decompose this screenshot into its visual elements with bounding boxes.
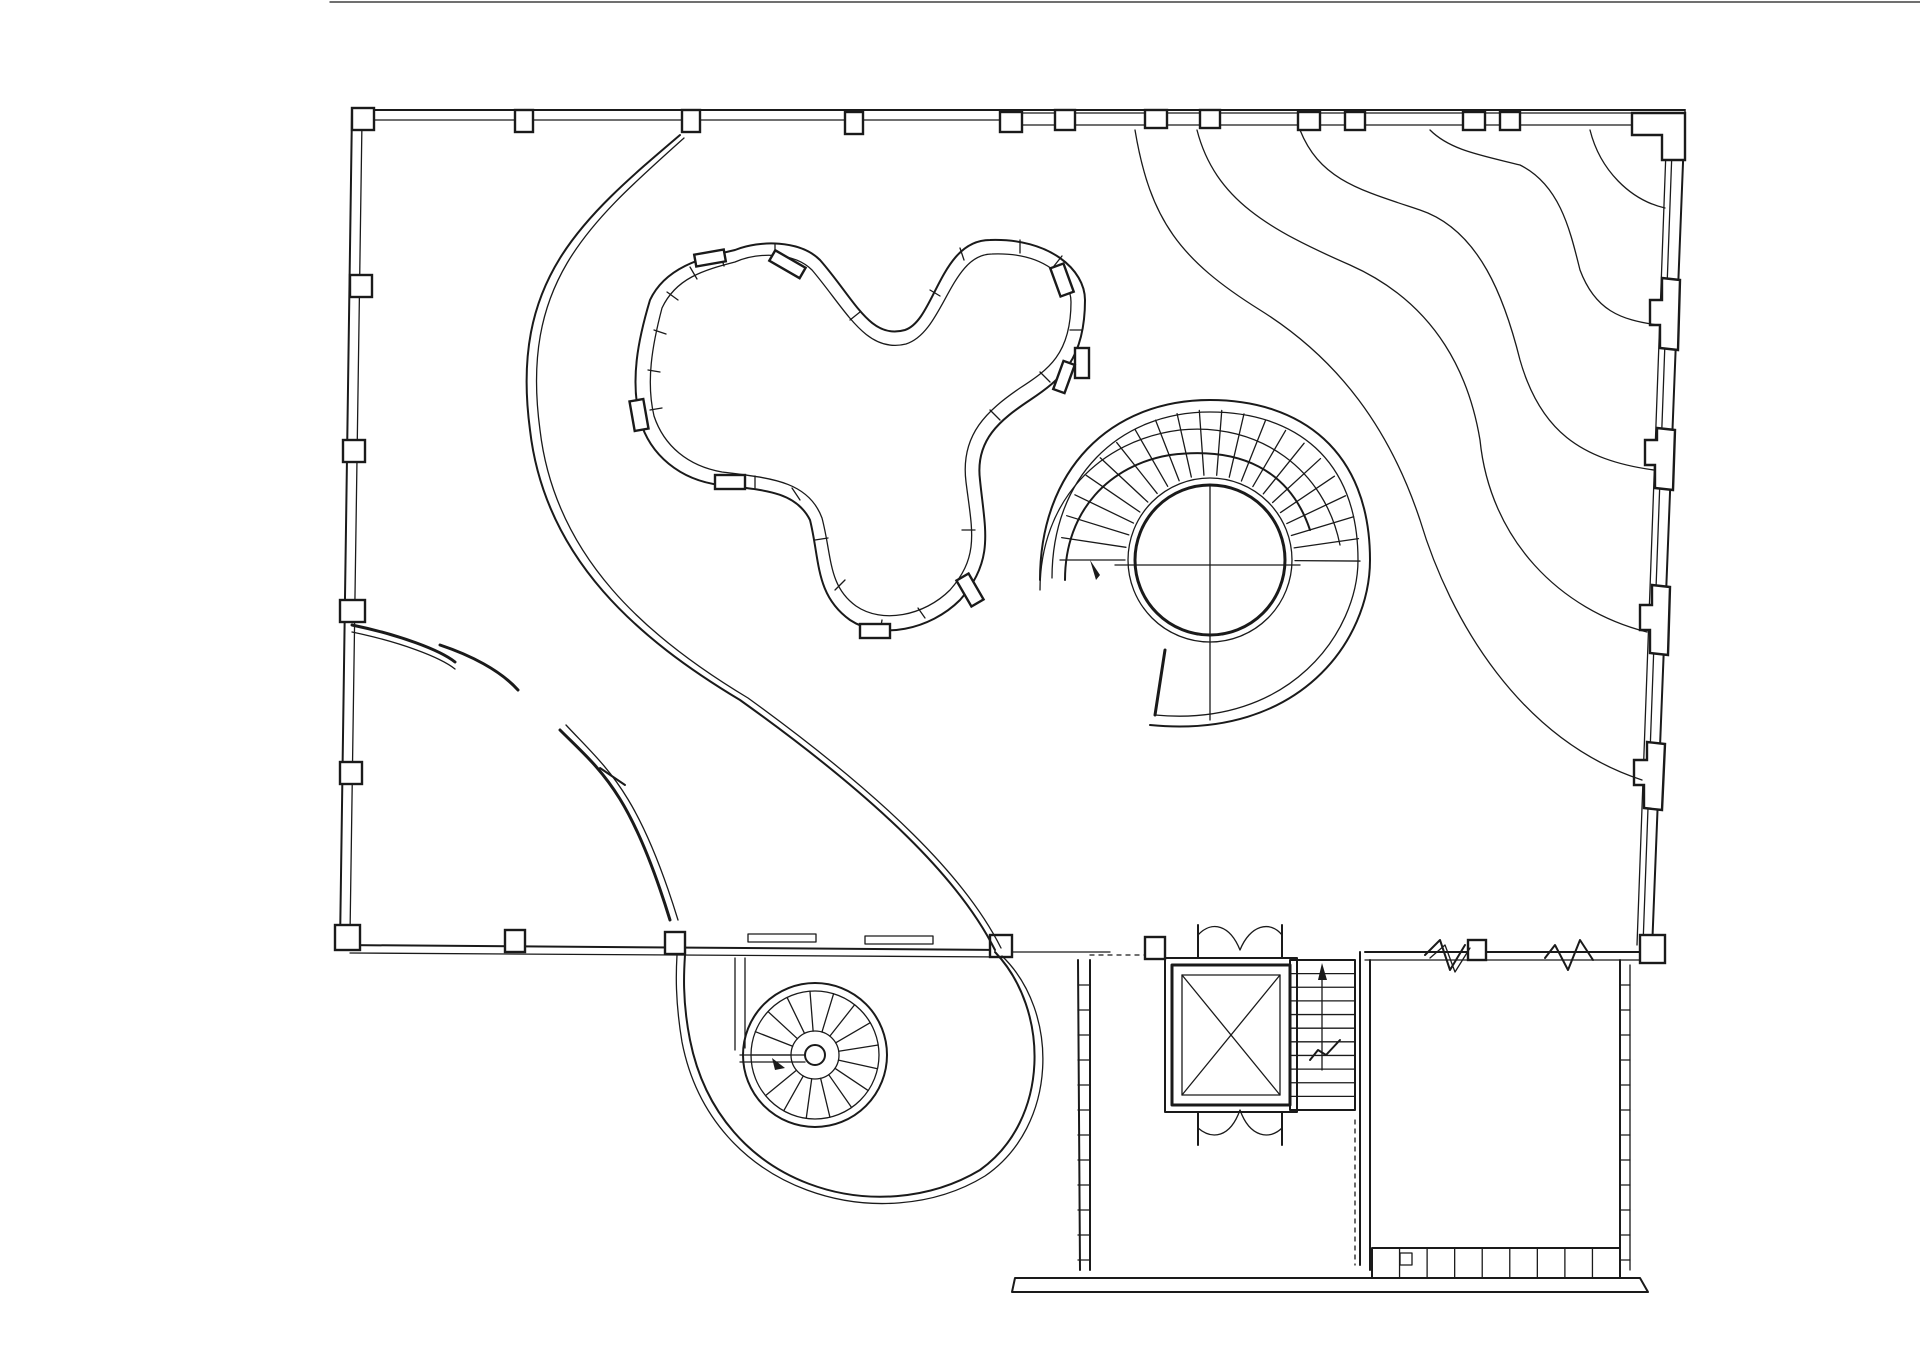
stair-tread — [786, 996, 806, 1035]
stair-tread — [835, 1021, 871, 1044]
stair-tread — [838, 1044, 879, 1052]
stair-tread — [819, 1077, 831, 1118]
stair-tread — [1279, 475, 1336, 514]
stair-tread — [1290, 516, 1355, 537]
small-spiral-stair — [734, 957, 888, 1128]
straight-stair — [1289, 959, 1356, 1111]
stair-tread — [829, 1004, 856, 1037]
stair-tread — [1293, 538, 1360, 549]
stair-tread — [764, 1069, 798, 1097]
stair-tread — [1154, 419, 1180, 482]
stair-tread — [1061, 536, 1127, 548]
base-slab — [1011, 1277, 1649, 1293]
stair-tread — [821, 993, 835, 1033]
structural-columns — [333, 106, 1687, 965]
stair-tread — [1099, 457, 1149, 503]
main-spiral-stair — [1039, 399, 1371, 728]
elevator-core — [1164, 924, 1298, 1146]
stair-tread — [828, 1074, 853, 1109]
stair-tread — [767, 1010, 799, 1040]
stair-tread — [1074, 494, 1135, 524]
stair-tread — [809, 990, 814, 1032]
curved-glazed-wall — [350, 623, 679, 922]
stair-tread — [1228, 413, 1245, 478]
cloud-seating — [628, 238, 1091, 640]
service-stair — [1371, 1247, 1621, 1279]
stair-tread — [1252, 429, 1287, 488]
stair-tread — [783, 1075, 804, 1112]
stair-tread — [1271, 457, 1322, 504]
stair-tread — [1240, 419, 1267, 482]
curved-partition-wall — [525, 134, 1044, 1205]
stair-tread — [1262, 442, 1305, 495]
stair-tread — [1116, 441, 1158, 495]
stair-tread — [1066, 515, 1130, 536]
exterior-walls — [339, 109, 1686, 961]
stair-tread — [1286, 495, 1347, 525]
stair-tread — [1176, 413, 1192, 478]
stair-tread — [754, 1031, 794, 1047]
stair-tread — [1085, 474, 1141, 513]
stair-tread — [834, 1067, 869, 1092]
lower-walls — [1077, 939, 1631, 1271]
stair-tread — [1198, 409, 1205, 476]
stair-tread — [1216, 409, 1223, 476]
stair-tread — [837, 1059, 879, 1070]
stair-tread — [805, 1078, 813, 1120]
stair-tread — [1134, 429, 1169, 487]
floor-pattern-waves — [1134, 129, 1666, 781]
